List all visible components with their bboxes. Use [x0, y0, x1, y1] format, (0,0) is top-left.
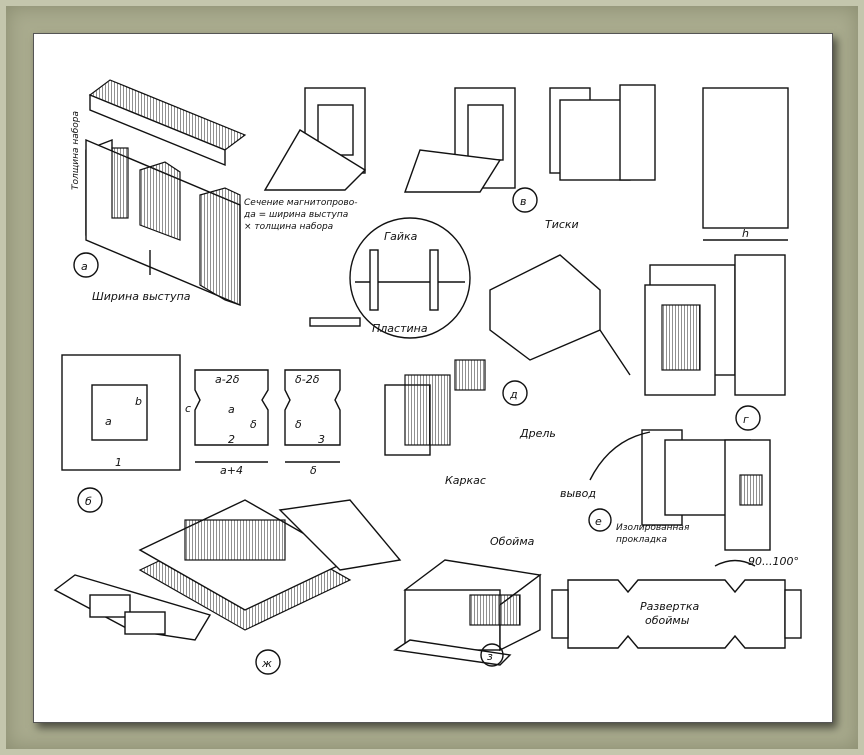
label-dim-d2d: δ-2δ — [295, 373, 320, 386]
fig-z-marker — [480, 643, 504, 667]
fig-v-marker — [512, 187, 538, 213]
label-fig-b: б — [85, 495, 92, 508]
label-unfold-2: обоймы — [645, 614, 690, 627]
bobbin-drawing — [644, 254, 786, 396]
label-dim-b: b — [135, 395, 142, 408]
label-h: h — [742, 227, 749, 240]
fig-a-marker — [73, 252, 99, 278]
label-dim-a4: а+4 — [220, 464, 243, 477]
label-section-3: × толщина набора — [244, 222, 333, 232]
clamped-transformer-drawing — [393, 559, 542, 666]
label-thickness: Толщина набора — [71, 111, 81, 190]
core-stacking-drawing — [53, 499, 402, 641]
label-fig-e: е — [595, 515, 602, 528]
plate-dimensions-drawing — [61, 354, 341, 471]
label-insulated-2: прокладка — [616, 535, 667, 545]
label-drill: Дрель — [519, 427, 556, 440]
label-dim-a-left: а — [105, 415, 112, 428]
label-dim-c: с — [185, 402, 191, 415]
clamp-unfolding-drawing — [551, 559, 802, 649]
label-insulated-1: Изолированная — [616, 523, 690, 533]
e-core-drawing — [85, 79, 247, 307]
label-nut: Гайка — [384, 230, 418, 243]
label-plate: Пластина — [372, 322, 428, 335]
label-dim-delta2: δ — [295, 418, 302, 431]
label-section-1: Сечение магнитопрово- — [244, 198, 357, 208]
fig-e-marker — [588, 508, 612, 532]
winding-jig-drawing — [309, 217, 631, 456]
label-dim-1: 1 — [115, 456, 122, 469]
fig-d-marker — [502, 380, 528, 406]
label-fig-g: г — [743, 413, 749, 426]
fig-g-marker — [735, 405, 761, 431]
label-dim-3: 3 — [318, 433, 325, 446]
label-section-2: да = ширина выступа — [243, 210, 348, 220]
label-frame: Каркас — [445, 474, 486, 487]
wound-coil-drawing — [589, 429, 771, 551]
label-clamp: Обойма — [490, 535, 535, 548]
label-dim-a2d: а-2δ — [215, 373, 240, 386]
unfolded-sheet-drawing — [702, 87, 789, 241]
label-fig-v: в — [520, 195, 526, 208]
fig-zh-marker — [255, 649, 281, 675]
label-fig-zh: ж — [261, 657, 272, 670]
label-dim-delta-small: δ — [250, 418, 257, 431]
label-vise: Тиски — [545, 218, 579, 231]
label-lead: вывод — [560, 487, 596, 500]
label-dim-2: 2 — [228, 433, 235, 446]
label-fig-z: з — [487, 650, 493, 663]
label-tab-width: Ширина выступа — [92, 290, 191, 303]
label-fig-d: д — [509, 388, 518, 401]
label-unfold-1: Развертка — [640, 600, 700, 613]
label-fig-a: а — [81, 260, 88, 273]
label-dim-delta3: δ — [310, 464, 317, 477]
bobbin-folding-drawing — [263, 84, 656, 193]
label-angle: 90...100° — [748, 555, 799, 568]
label-dim-a: а — [228, 403, 235, 416]
fig-b-marker — [77, 487, 103, 513]
